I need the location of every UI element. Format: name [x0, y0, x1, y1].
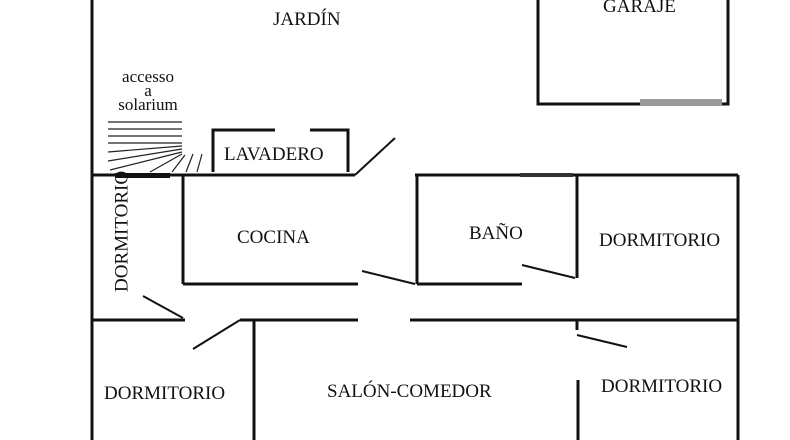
right-bedroom-door	[576, 334, 628, 348]
label-accesso-solarium: accesso a solarium	[108, 67, 188, 114]
label-jardin: JARDÍN	[273, 9, 341, 30]
lavadero-walls-right	[310, 128, 350, 172]
lavadero-door	[354, 137, 396, 176]
label-dormitorio-bottom-right: DORMITORIO	[601, 376, 723, 397]
walls	[90, 0, 740, 440]
label-garaje: GARAJE	[603, 0, 676, 17]
left-bedroom-door	[142, 295, 184, 319]
label-lavadero: LAVADERO	[224, 144, 324, 165]
garage-door	[640, 99, 722, 106]
label-dormitorio-bottom-left: DORMITORIO	[104, 383, 226, 404]
kitchen-door	[361, 270, 416, 285]
label-cocina: COCINA	[237, 227, 310, 248]
bath-door	[521, 264, 576, 279]
solarium-stairs	[107, 121, 203, 173]
bottom-left-bedroom-door	[192, 319, 241, 350]
label-bano: BAÑO	[469, 223, 523, 244]
garage-walls	[536, 0, 730, 106]
label-salon-comedor: SALÓN-COMEDOR	[327, 381, 492, 402]
label-dormitorio-right-top: DORMITORIO	[599, 230, 721, 251]
label-accesso-line1: accesso	[122, 67, 174, 86]
solarium-threshold	[115, 173, 170, 178]
lavadero-walls	[211, 128, 275, 172]
label-accesso-line3: solarium	[118, 95, 178, 114]
bath-window	[520, 173, 573, 177]
label-accesso-line2: a	[144, 81, 152, 100]
doors	[142, 137, 628, 350]
label-dormitorio-left-vertical: DORMITORIO	[111, 170, 133, 292]
